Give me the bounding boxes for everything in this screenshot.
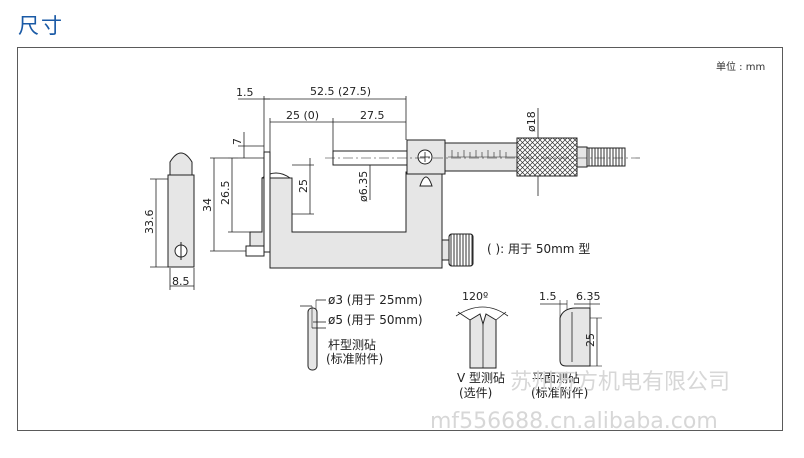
dim-1-5-top: 1.5	[236, 86, 254, 99]
dim-1-5-right: 1.5	[539, 290, 557, 303]
v-anvil-name: V 型测砧	[457, 371, 505, 385]
dim-8-5: 8.5	[172, 275, 190, 288]
main-dims	[210, 96, 539, 252]
dim-34: 34	[201, 198, 214, 212]
side-view-dims	[150, 178, 195, 290]
dim-33-6: 33.6	[143, 210, 156, 235]
dim-d6-35: ø6.35	[357, 171, 370, 202]
rod-d5-note: ø5 (用于 50mm)	[328, 313, 423, 327]
dim-d18: ø18	[525, 111, 538, 132]
dim-26-5: 26.5	[219, 181, 232, 206]
rod-sub: (标准附件)	[326, 352, 383, 366]
sleeve-scale	[448, 150, 517, 158]
v-anvil-sub: (选件)	[459, 386, 492, 400]
paren-note: ( ): 用于 50mm 型	[487, 242, 590, 256]
dim-120: 120º	[462, 290, 488, 303]
dim-7: 7	[231, 138, 244, 145]
drawing-frame	[17, 47, 783, 431]
dim-6-35-right: 6.35	[576, 290, 601, 303]
flat-anvil-sub: (标准附件)	[531, 386, 588, 400]
side-view	[167, 152, 195, 268]
dim-25-right: 25	[584, 333, 597, 347]
dim-52-5: 52.5 (27.5)	[310, 85, 371, 98]
micrometer-body	[245, 137, 626, 269]
dim-25-0: 25 (0)	[286, 109, 319, 122]
rod-anvil	[300, 299, 326, 371]
v-anvil	[455, 306, 509, 369]
flat-anvil	[540, 300, 602, 367]
flat-anvil-name: 平面测砧	[532, 371, 580, 385]
page-title: 尺寸	[18, 14, 64, 38]
watermark-site: mf556688.cn.alibaba.com	[430, 409, 718, 434]
rod-d3-note: ø3 (用于 25mm)	[328, 293, 423, 307]
watermark-company: 苏州万方机电有限公司	[510, 370, 730, 395]
dim-27-5: 27.5	[360, 109, 385, 122]
rod-name: 杆型测砧	[328, 338, 376, 352]
dim-25-vert: 25	[297, 179, 310, 193]
unit-label: 单位 : mm	[716, 60, 765, 73]
